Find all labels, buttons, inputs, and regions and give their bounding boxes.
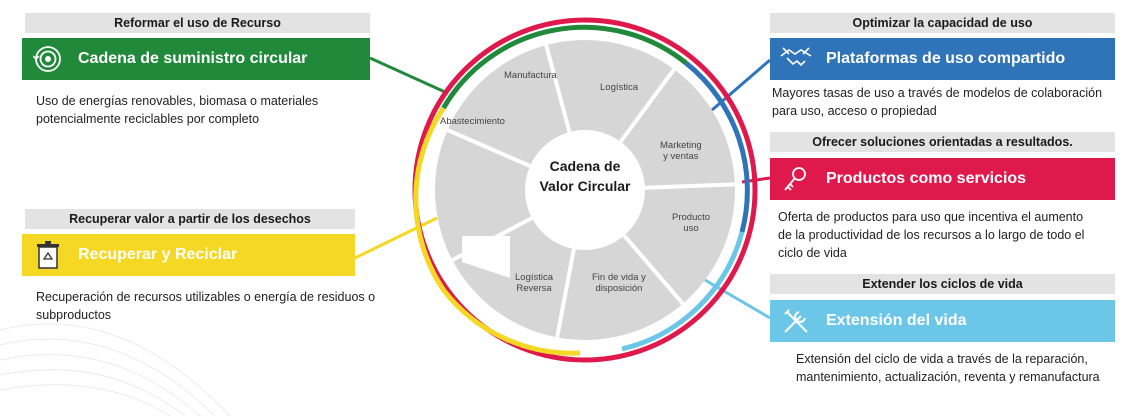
- yellow-arc: [413, 106, 446, 292]
- banner-title-recover: Recuperar y Reciclar: [78, 246, 238, 263]
- handshake-icon: [776, 42, 816, 76]
- yellow-arc-bottom: [441, 288, 581, 356]
- lightblue-arc: [621, 231, 745, 352]
- segment-divider: [555, 248, 576, 338]
- category-header-sharing: Optimizar la capacidad de uso: [770, 13, 1115, 33]
- connector-recover: [354, 216, 438, 260]
- cycle-arrow-notch: [462, 236, 510, 278]
- desc-extend: Extensión del ciclo de vida a través de …: [796, 352, 1100, 384]
- desc-supply: Uso de energías renovables, biomasa o ma…: [36, 94, 319, 126]
- segment-manufactura: Manufactura: [504, 70, 557, 81]
- center-title: Cadena de Valor Circular: [539, 158, 631, 194]
- banner-title-service: Productos como servicios: [826, 170, 1027, 187]
- category-header-supply: Reformar el uso de Recurso: [25, 13, 370, 33]
- segment-divider: [622, 234, 685, 306]
- connector-supply: [369, 56, 446, 94]
- banner-sharing[interactable]: Plataformas de uso compartido: [770, 38, 1115, 80]
- desc-service: Oferta de productos para uso que incenti…: [778, 210, 1085, 260]
- segment-divider: [544, 44, 572, 133]
- segment-fin-de-vida: Fin de vida y disposición: [592, 272, 646, 294]
- banner-service[interactable]: Productos como servicios: [770, 158, 1115, 200]
- category-header-recover: Recuperar valor a partir de los desechos: [25, 209, 355, 229]
- segment-divider: [619, 68, 676, 143]
- desc-recover: Recuperación de recursos utilizables o e…: [36, 290, 376, 322]
- tools-icon: [776, 304, 816, 338]
- desc-sharing: Mayores tasas de uso a través de modelos…: [772, 86, 1103, 118]
- segment-abastecimiento: Abastecimiento: [440, 116, 505, 127]
- category-header-service: Ofrecer soluciones orientadas a resultad…: [770, 132, 1115, 152]
- blue-arc: [684, 61, 750, 233]
- banner-title-supply: Cadena de suministro circular: [78, 50, 308, 67]
- wheel-hub: [525, 130, 645, 250]
- banner-supply[interactable]: Cadena de suministro circular: [22, 38, 370, 80]
- segment-logistica-reversa: Logística Reversa: [515, 272, 554, 294]
- segment-divider: [644, 182, 735, 190]
- banner-title-sharing: Plataformas de uso compartido: [826, 50, 1066, 67]
- segment-marketing: Marketing y ventas: [660, 140, 702, 162]
- recycle-target-icon: [28, 42, 68, 76]
- keys-icon: [776, 162, 816, 196]
- green-arc: [441, 24, 688, 110]
- segment-logistica: Logística: [600, 82, 639, 93]
- banner-extend[interactable]: Extensión del vida: [770, 300, 1115, 342]
- banner-recover[interactable]: Recuperar y Reciclar: [22, 234, 355, 276]
- segment-producto-uso: Producto uso: [672, 212, 711, 234]
- recycle-bin-icon: [28, 238, 68, 272]
- segment-divider: [446, 128, 531, 168]
- category-header-extend: Extender los ciclos de vida: [770, 274, 1115, 294]
- banner-title-extend: Extensión del vida: [826, 312, 967, 329]
